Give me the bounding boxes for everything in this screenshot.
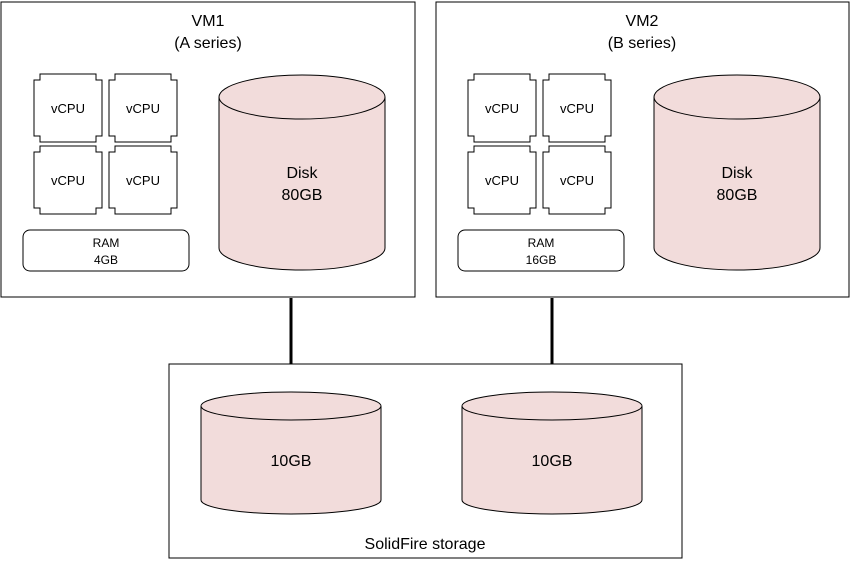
vcpu-label: vCPU (51, 101, 85, 116)
storage-box: 10GB 10GB SolidFire storage (168, 363, 683, 559)
vcpu-label: vCPU (126, 101, 160, 116)
vcpu-label: vCPU (51, 173, 85, 188)
vm1-vcpu-4: vCPU (108, 145, 178, 215)
disk-size: 80GB (717, 187, 758, 204)
vm1-title: VM1 (192, 13, 225, 30)
vm1-vcpu-3: vCPU (33, 145, 103, 215)
vm1-disk: Disk 80GB (218, 74, 386, 271)
vm2-subtitle: (B series) (608, 35, 676, 52)
vcpu-label: vCPU (560, 101, 594, 116)
ram-size: 4GB (94, 253, 118, 267)
vm1-box: VM1 (A series) vCPU vCPU vCPU vCPU RAM 4… (0, 1, 416, 298)
vcpu-label: vCPU (485, 173, 519, 188)
vm2-vcpu-4: vCPU (542, 145, 612, 215)
volume-size: 10GB (271, 453, 312, 470)
disk-label: Disk (286, 165, 318, 182)
storage-volume-2: 10GB (461, 391, 643, 515)
disk-size: 80GB (282, 187, 323, 204)
vm2-ram: RAM 16GB (457, 229, 625, 272)
storage-label: SolidFire storage (365, 536, 486, 553)
vm1-vcpu-2: vCPU (108, 73, 178, 143)
vm2-title: VM2 (626, 13, 659, 30)
vm2-vcpu-3: vCPU (467, 145, 537, 215)
vm2-box: VM2 (B series) vCPU vCPU vCPU vCPU RAM 1… (435, 1, 850, 298)
ram-label: RAM (93, 236, 120, 250)
volume-size: 10GB (532, 453, 573, 470)
vcpu-label: vCPU (560, 173, 594, 188)
vm2-vcpu-2: vCPU (542, 73, 612, 143)
vm2-vcpu-1: vCPU (467, 73, 537, 143)
ram-label: RAM (528, 236, 555, 250)
ram-size: 16GB (526, 253, 557, 267)
vm2-disk: Disk 80GB (653, 74, 821, 271)
disk-label: Disk (721, 165, 753, 182)
vcpu-label: vCPU (126, 173, 160, 188)
vm1-ram: RAM 4GB (22, 229, 190, 272)
storage-volume-1: 10GB (200, 391, 382, 515)
vm1-vcpu-1: vCPU (33, 73, 103, 143)
vm1-subtitle: (A series) (174, 35, 242, 52)
vcpu-label: vCPU (485, 101, 519, 116)
